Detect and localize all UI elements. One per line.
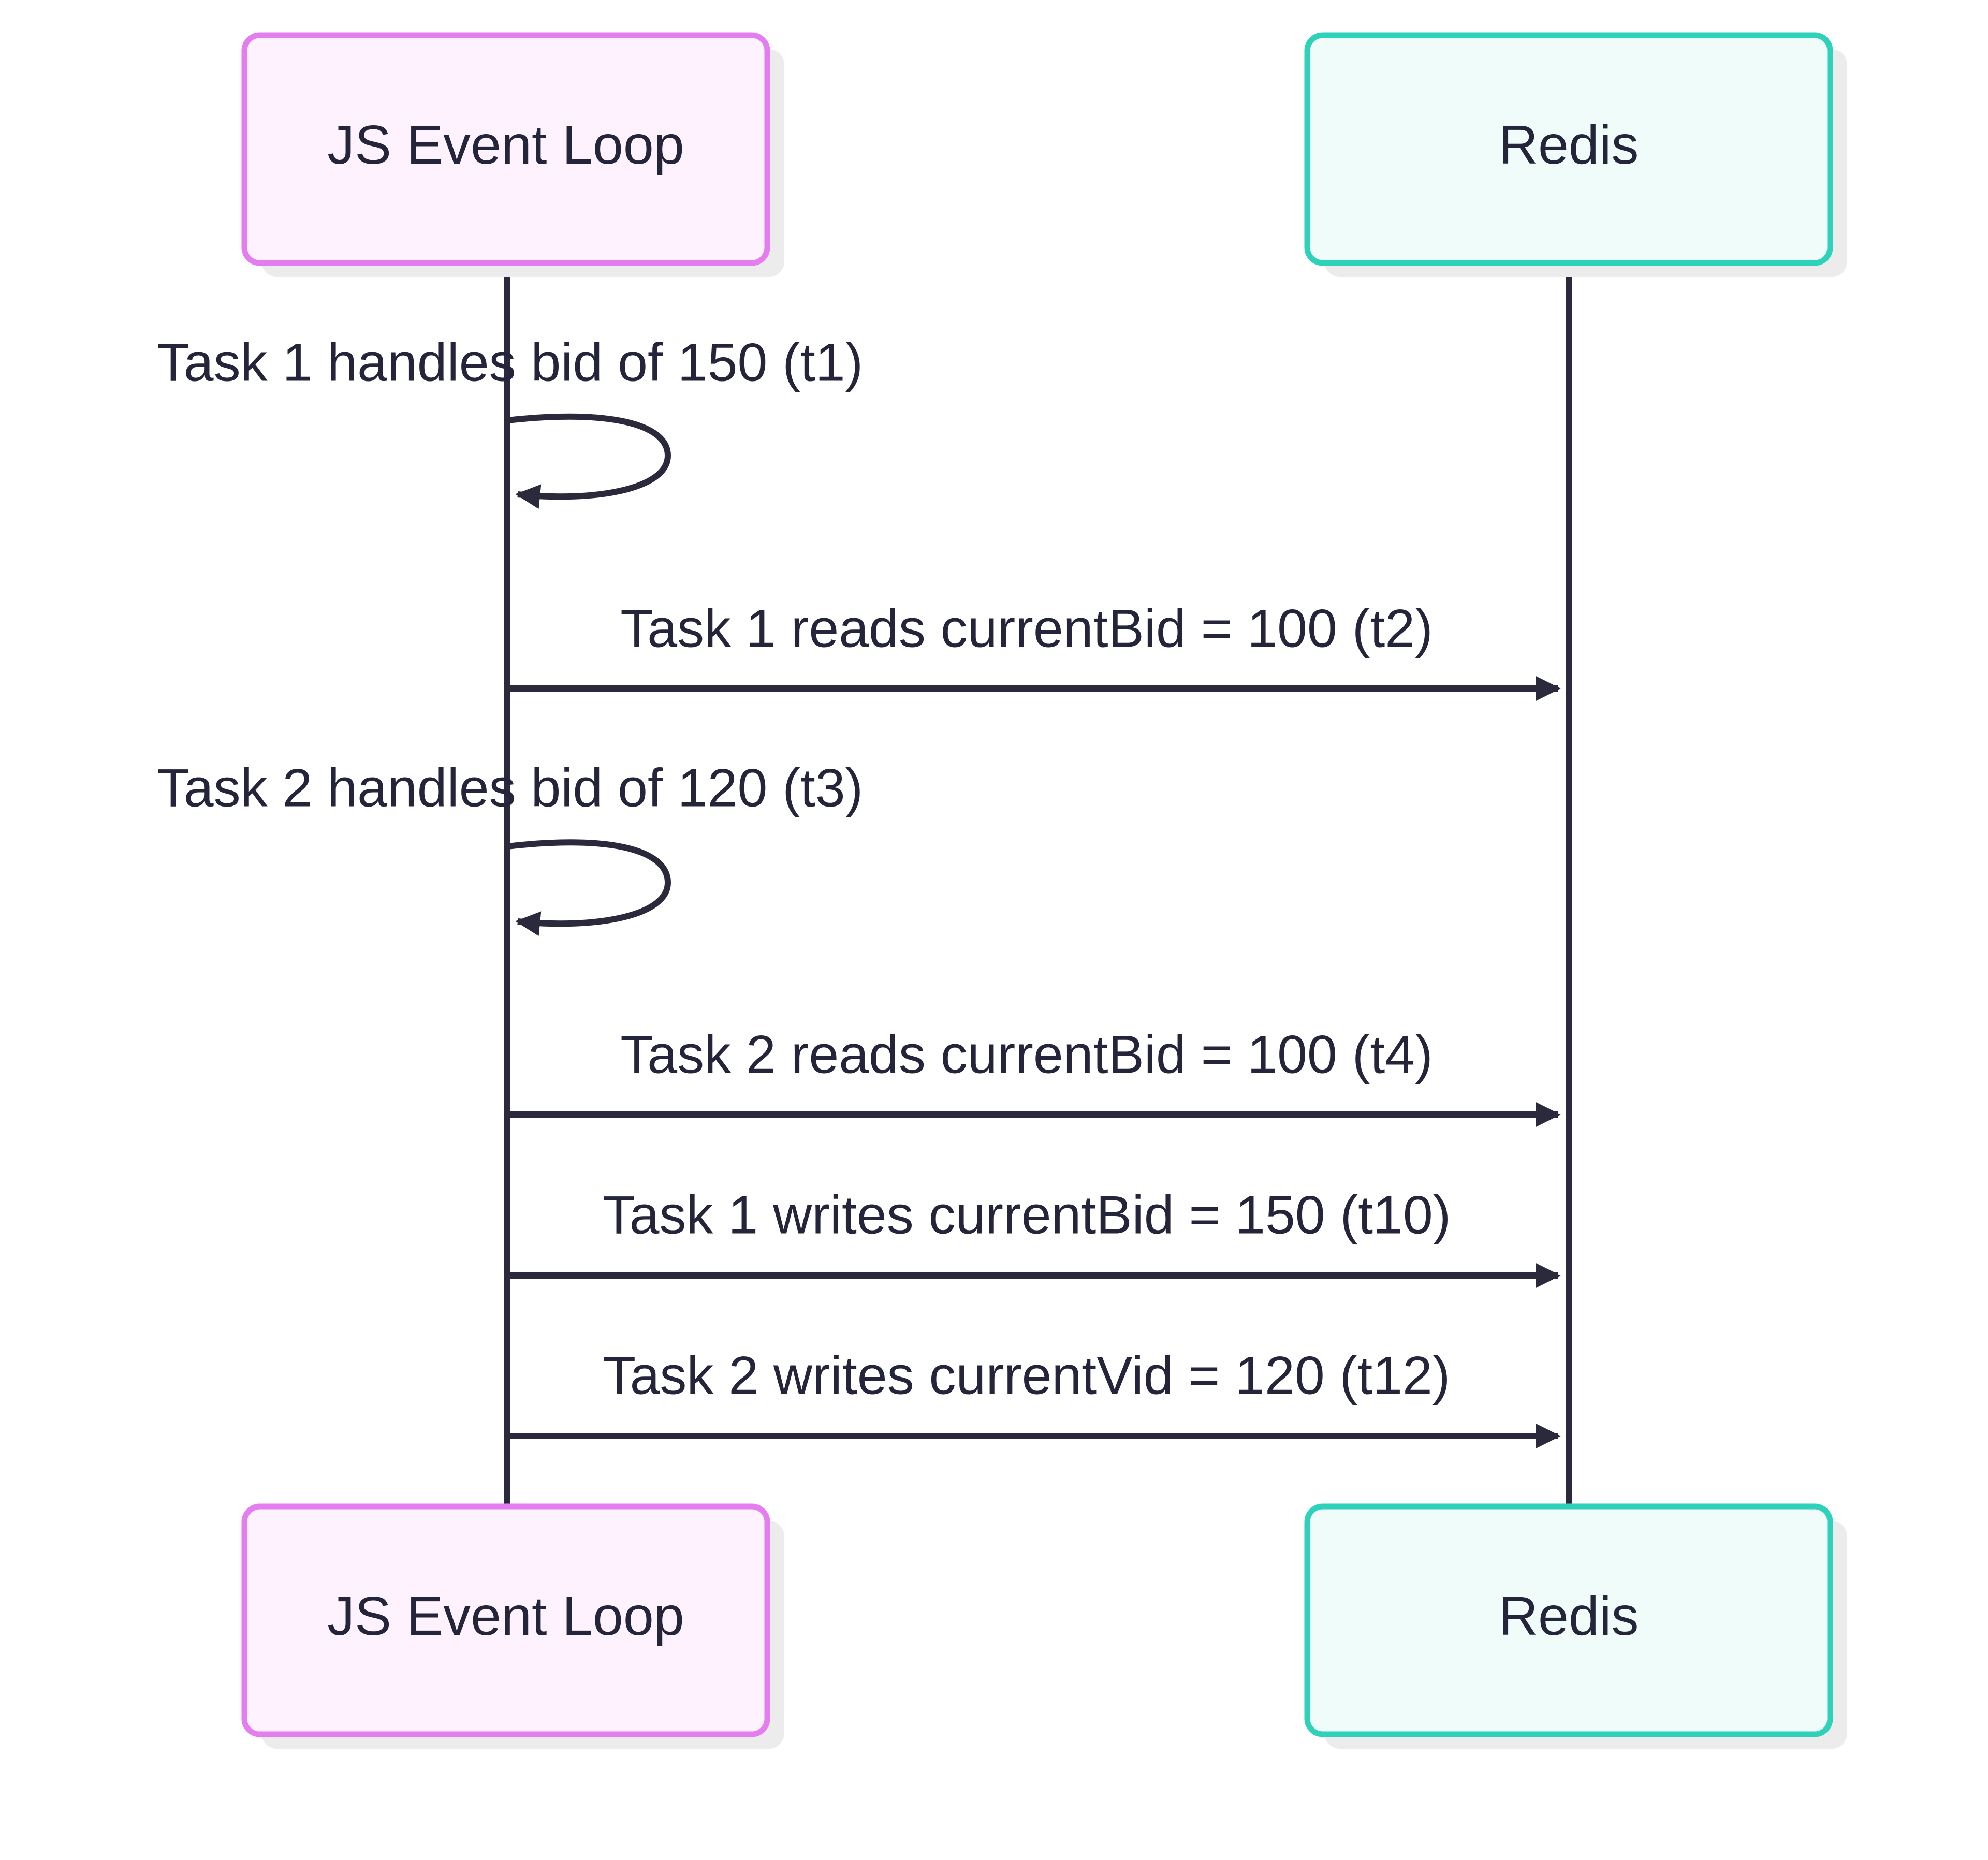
- message-label: Task 1 reads currentBid = 100 (t2): [620, 598, 1432, 658]
- message-self-1: Task 1 handles bid of 150 (t1): [157, 332, 863, 509]
- participant-redis-top: Redis: [1304, 32, 1847, 277]
- message-arrow-6: Task 2 writes currentVid = 120 (t12): [507, 1345, 1561, 1448]
- message-label: Task 1 handles bid of 150 (t1): [157, 332, 863, 392]
- participant-label: Redis: [1498, 1586, 1639, 1647]
- message-label: Task 2 reads currentBid = 100 (t4): [620, 1024, 1432, 1085]
- message-self-3: Task 2 handles bid of 120 (t3): [157, 758, 863, 936]
- participant-redis-bottom: Redis: [1304, 1503, 1847, 1749]
- participant-event-loop-bottom: JS Event Loop: [241, 1503, 784, 1749]
- message-label: Task 1 writes currentBid = 150 (t10): [603, 1185, 1451, 1245]
- message-arrow-2: Task 1 reads currentBid = 100 (t2): [507, 598, 1561, 701]
- message-arrow-4: Task 2 reads currentBid = 100 (t4): [507, 1024, 1561, 1127]
- participant-label: JS Event Loop: [327, 1586, 684, 1647]
- participant-event-loop-top: JS Event Loop: [241, 32, 784, 277]
- participant-label: Redis: [1498, 114, 1639, 175]
- message-label: Task 2 handles bid of 120 (t3): [157, 758, 863, 818]
- message-label: Task 2 writes currentVid = 120 (t12): [603, 1345, 1451, 1405]
- participant-label: JS Event Loop: [327, 114, 684, 175]
- message-arrow-5: Task 1 writes currentBid = 150 (t10): [507, 1185, 1561, 1288]
